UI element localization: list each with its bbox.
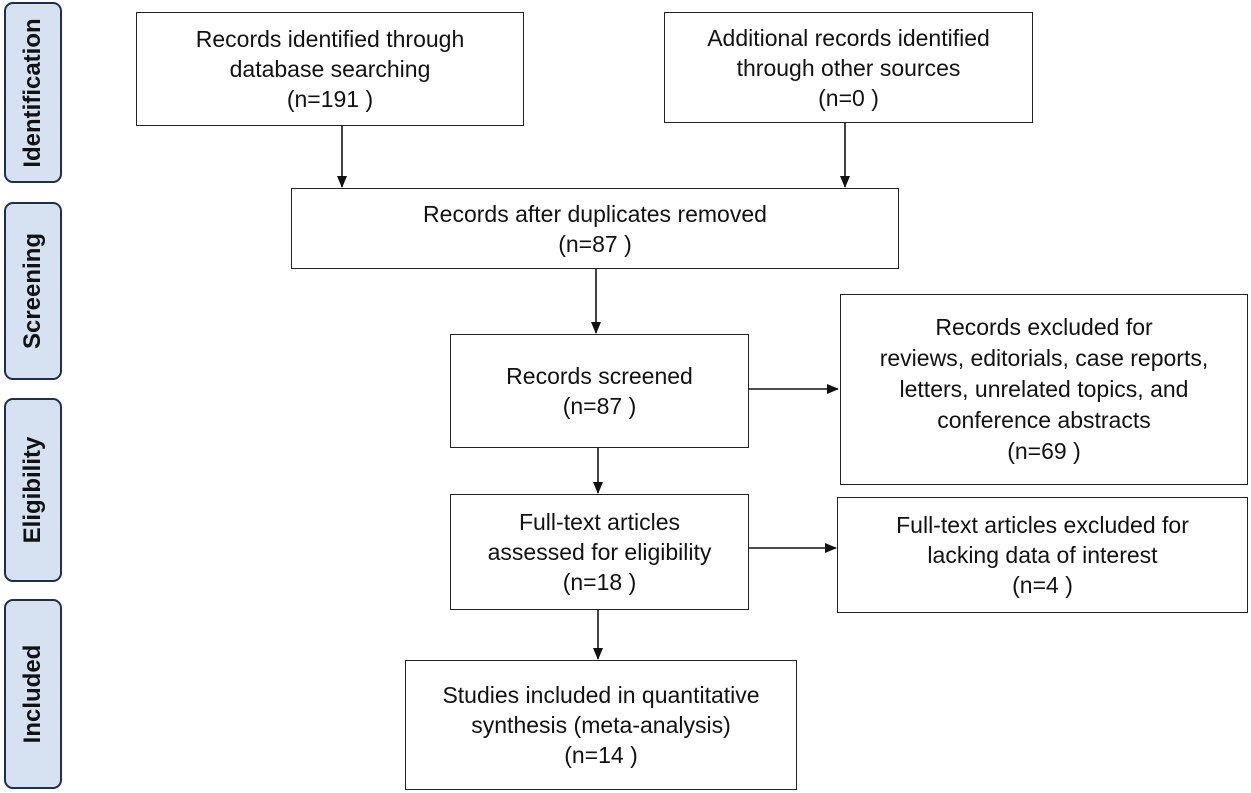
box-line: Records screened: [506, 363, 693, 389]
box-count: (n=4 ): [1012, 572, 1073, 598]
box-line: Studies included in quantitative: [442, 682, 760, 708]
box-line: Records identified through: [195, 26, 465, 52]
box-fulltext-assessed: Full-text articles assessed for eligibil…: [450, 494, 749, 610]
box-line: synthesis (meta-analysis): [471, 712, 731, 738]
box-studies-included: Studies included in quantitative synthes…: [405, 660, 797, 790]
box-count: (n=14 ): [564, 742, 638, 768]
box-count: (n=0 ): [818, 84, 879, 111]
box-duplicates-removed: Records after duplicates removed (n=87 ): [291, 188, 899, 269]
box-other-sources: Additional records identified through ot…: [664, 12, 1033, 123]
box-count: (n=87 ): [562, 393, 637, 419]
box-count: (n=191 ): [286, 86, 374, 112]
stage-screening: Screening: [4, 202, 62, 380]
box-line: reviews, editorials, case reports,: [879, 345, 1209, 371]
stage-eligibility: Eligibility: [4, 398, 62, 582]
box-line: Additional records identified: [707, 24, 990, 51]
box-line: assessed for eligibility: [487, 539, 712, 565]
box-count: (n=18 ): [562, 569, 637, 595]
box-line: Records excluded for: [935, 314, 1153, 340]
box-count: (n=87 ): [558, 230, 632, 257]
box-fulltext-excluded: Full-text articles excluded for lacking …: [837, 497, 1248, 613]
stage-included: Included: [4, 599, 62, 789]
stage-identification: Identification: [4, 2, 62, 183]
box-line: Full-text articles excluded for: [896, 512, 1189, 538]
box-records-screened: Records screened (n=87 ): [450, 334, 749, 448]
box-line: Full-text articles: [518, 509, 681, 535]
box-database-search: Records identified through database sear…: [136, 12, 524, 126]
box-line: lacking data of interest: [927, 542, 1158, 568]
box-line: Records after duplicates removed: [423, 200, 767, 227]
box-line: through other sources: [736, 54, 961, 81]
box-line: database searching: [229, 56, 431, 82]
box-line: conference abstracts: [937, 407, 1151, 433]
box-count: (n=69 ): [1007, 438, 1081, 464]
box-line: letters, unrelated topics, and: [899, 376, 1189, 402]
box-records-excluded: Records excluded for reviews, editorials…: [840, 294, 1248, 485]
